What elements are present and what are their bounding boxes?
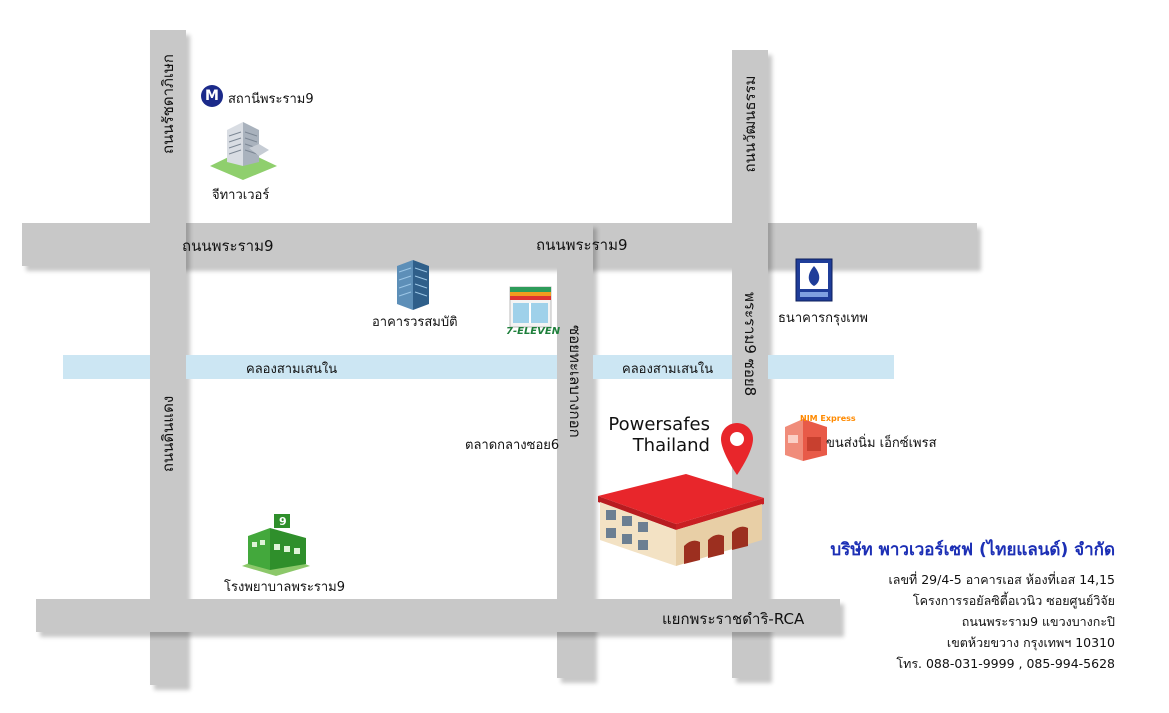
label-seven-eleven: 7-ELEVEN [506, 326, 561, 337]
road-label-soi-rama9-8: พระราม9 ซอย8 [741, 292, 759, 397]
label-nim-express: ขนส่งนิ่ม เอ็กซ์เพรส [826, 436, 937, 451]
canal-crossing-far-west [63, 355, 150, 379]
road-label-soi-thalae: ซอยทะเลบางกอก [566, 325, 584, 438]
road-label-wattanatham: ถนนวัฒนธรรม [741, 75, 759, 173]
road-label-rama9-west: ถนนพระราม9 [182, 237, 274, 255]
tower-icon [205, 118, 280, 180]
label-bangkok-bank: ธนาคารกรุงเทพ [778, 311, 868, 326]
hospital-sign: 9 [279, 515, 287, 528]
road-label-din-daeng: ถนนดินแดง [159, 395, 177, 473]
road-rca [36, 599, 840, 632]
destination-name-line2: Thailand [632, 435, 710, 456]
company-address-1: เลขที่ 29/4-5 อาคารเอส ห้องที่เอส 14,15 [888, 572, 1115, 587]
road-wattanatham [732, 50, 768, 678]
hospital-icon [240, 512, 312, 576]
road-label-ratchadaphisek: ถนนรัชดาภิเษก [159, 54, 177, 154]
destination-building-icon [596, 468, 766, 568]
canal-crossing-center [593, 355, 732, 379]
company-address-3: ถนนพระราม9 แขวงบางกะปิ [961, 614, 1115, 629]
nim-sign: NIM Express [800, 414, 856, 423]
bank-icon [795, 258, 833, 302]
label-market: ตลาดกลางซอย6 [465, 438, 560, 453]
convenience-store-icon [508, 283, 553, 341]
mrt-icon: M [201, 85, 223, 107]
label-vorasombat: อาคารวรสมบัติ [372, 315, 458, 330]
canal-label-west: คลองสามเสนใน [246, 362, 338, 377]
canal-label-east: คลองสามเสนใน [622, 362, 714, 377]
company-name: บริษัท พาวเวอร์เซฟ (ไทยแลนด์) จำกัด [830, 540, 1115, 560]
label-g-tower: จีทาวเวอร์ [212, 188, 270, 203]
location-pin-icon [720, 422, 754, 476]
road-label-rama9-center: ถนนพระราม9 [536, 236, 628, 254]
destination-name: Powersafes Thailand [590, 414, 710, 456]
office-building-icon [393, 258, 433, 310]
road-ratchadaphisek [150, 30, 186, 685]
logistics-building-icon [781, 407, 831, 463]
company-info: บริษัท พาวเวอร์เซฟ (ไทยแลนด์) จำกัด เลขท… [830, 536, 1115, 674]
company-address-2: โครงการรอยัลซิตี้อเวนิว ซอยศูนย์วิจัย [912, 593, 1115, 608]
mrt-sign: M [205, 88, 219, 104]
label-mrt-station: สถานีพระราม9 [228, 92, 314, 107]
canal-crossing-west [186, 355, 557, 379]
road-label-rca: แยกพระราชดำริ-RCA [662, 610, 805, 628]
label-hospital: โรงพยาบาลพระราม9 [224, 580, 345, 595]
company-phone: โทร. 088-031-9999 , 085-994-5628 [896, 656, 1115, 671]
canal-crossing-east [768, 355, 894, 379]
destination-name-line1: Powersafes [608, 414, 710, 435]
company-address-4: เขตห้วยขวาง กรุงเทพฯ 10310 [946, 635, 1115, 650]
